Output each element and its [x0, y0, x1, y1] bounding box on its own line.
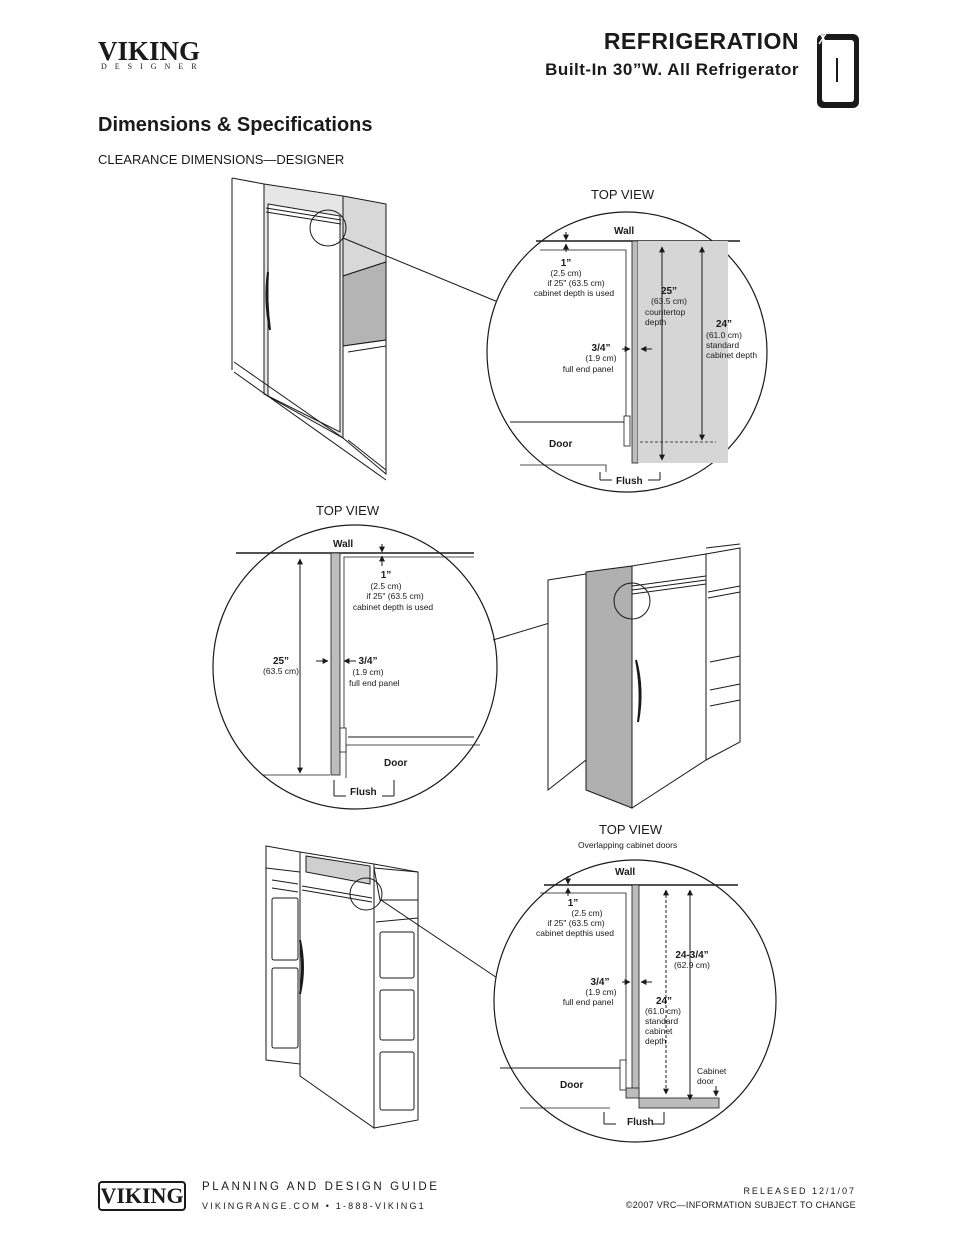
diagram2-dim-34-cm: (1.9 cm): [352, 667, 383, 677]
diagram1-dim-24-note-a: standard: [706, 340, 739, 350]
diagram1-dim-25-note-a: countertop: [645, 307, 685, 317]
diagram2-wall-label: Wall: [333, 539, 353, 550]
diagram1-dim-1-note-b: cabinet depth is used: [534, 288, 615, 298]
diagram3-dim-1-note-a: if 25" (63.5 cm): [547, 918, 605, 928]
diagram2-view-label: TOP VIEW: [316, 503, 380, 518]
diagram1-dim-24-note-b: cabinet depth: [706, 350, 757, 360]
diagram3-dim-24-note-b: cabinet: [645, 1026, 673, 1036]
diagram1-dim-1-note-a: if 25" (63.5 cm): [547, 278, 605, 288]
diagram3-cabinet-door-label-a: Cabinet: [697, 1066, 727, 1076]
diagram2-flush-label: Flush: [350, 787, 377, 798]
diagram3-dim-34-note: full end panel: [563, 997, 614, 1007]
diagram1-dim-24: 24”: [716, 319, 732, 330]
diagram1-wall-label: Wall: [614, 226, 634, 237]
designer-logo-text: DESIGNER: [101, 62, 205, 71]
diagram1-dim-25: 25”: [661, 286, 677, 297]
diagram1-flush-label: Flush: [616, 476, 643, 487]
diagram3-dim-1-note-b: cabinet depthis used: [536, 928, 614, 938]
diagram3-dim-24-note-a: standard: [645, 1016, 678, 1026]
footer-viking-logo: VIKING: [98, 1181, 186, 1211]
perspective-drawing-2: [492, 543, 741, 809]
diagram3-dim-1: 1”: [568, 898, 579, 909]
diagram2-dim-1-note-a: if 25" (63.5 cm): [366, 591, 424, 601]
detail-circle-3: Wall 1” (2.5 cm) if 25" (63.5 cm) cabine…: [493, 859, 777, 1143]
refrigerator-icon: [817, 30, 859, 108]
section-title: Dimensions & Specifications: [98, 114, 373, 136]
diagram2-dim-25: 25”: [273, 656, 289, 667]
diagram1-view-label: TOP VIEW: [591, 187, 655, 202]
diagram2-dim-1-cm: (2.5 cm): [370, 581, 401, 591]
diagram2-dim-1-note-b: cabinet depth is used: [353, 602, 434, 612]
detail-circle-1: Wall 1” (2.5 cm) if 25" (63.5 cm) cabine…: [486, 211, 768, 493]
diagram3-view-label: TOP VIEW: [599, 822, 663, 837]
diagram3-view-note: Overlapping cabinet doors: [578, 840, 678, 850]
diagram1-dim-1: 1”: [561, 258, 572, 269]
diagram3-dim-24-note-c: depth: [645, 1036, 667, 1046]
diagram1-dim-25-cm: (63.5 cm): [651, 296, 687, 306]
diagram3-cabinet-door-label-b: door: [697, 1076, 714, 1086]
diagram1-dim-24-cm: (61.0 cm): [706, 330, 742, 340]
clearance-title: CLEARANCE DIMENSIONS—DESIGNER: [98, 152, 345, 167]
diagram1-dim-1-cm: (2.5 cm): [550, 268, 581, 278]
diagram3-dim-24: 24”: [656, 996, 672, 1007]
diagram1-dim-34-note: full end panel: [563, 364, 614, 374]
diagram3-dim-34: 3/4”: [591, 977, 610, 988]
diagram2-dim-25-cm: (63.5 cm): [263, 666, 299, 676]
footer-contact: VIKINGRANGE.COM • 1-888-VIKING1: [202, 1201, 426, 1211]
diagram3-dim-1-cm: (2.5 cm): [571, 908, 602, 918]
diagram3-dim-24-3-4-cm: (62.9 cm): [674, 960, 710, 970]
diagram2-door-label: Door: [384, 758, 407, 769]
diagram3-dim-34-cm: (1.9 cm): [585, 987, 616, 997]
diagram2-dim-34-note: full end panel: [349, 678, 400, 688]
diagram1-door-label: Door: [549, 439, 572, 450]
diagram1-dim-34-cm: (1.9 cm): [585, 353, 616, 363]
detail-circle-2: Wall 1” (2.5 cm) if 25" (63.5 cm) cabine…: [212, 524, 498, 810]
page-category-title: REFRIGERATION: [603, 28, 799, 54]
diagram1-dim-34: 3/4”: [592, 343, 611, 354]
diagram3-door-label: Door: [560, 1080, 583, 1091]
diagram2-dim-34: 3/4”: [359, 656, 378, 667]
diagram2-dim-1: 1”: [381, 570, 392, 581]
viking-logo: VIKING: [98, 36, 201, 66]
diagram3-dim-24-3-4: 24-3/4”: [675, 950, 708, 961]
footer-copyright: ©2007 VRC—INFORMATION SUBJECT TO CHANGE: [625, 1200, 856, 1210]
perspective-drawing-3: [265, 845, 525, 1129]
diagram3-flush-label: Flush: [627, 1117, 654, 1128]
footer-released-date: RELEASED 12/1/07: [743, 1186, 856, 1196]
page-product-subtitle: Built-In 30”W. All Refrigerator: [545, 60, 799, 79]
diagram3-dim-24-cm: (61.0 cm): [645, 1006, 681, 1016]
footer-guide-title: PLANNING AND DESIGN GUIDE: [202, 1181, 440, 1193]
diagram1-dim-25-note-b: depth: [645, 317, 667, 327]
diagram3-wall-label: Wall: [615, 867, 635, 878]
perspective-drawing-1: [231, 177, 499, 481]
